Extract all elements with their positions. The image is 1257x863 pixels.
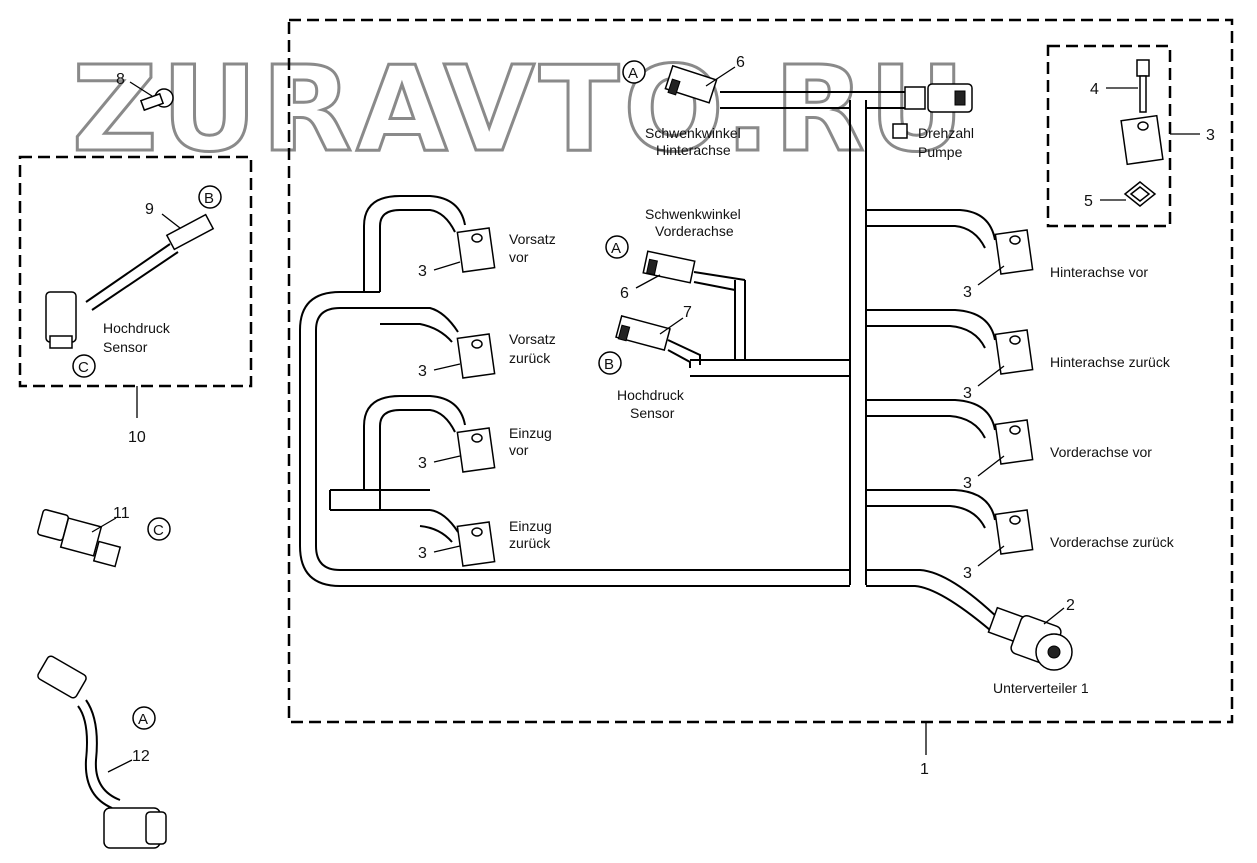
svg-text:3: 3 — [418, 455, 427, 472]
label-hinterachse-vor: Hinterachse vor — [1050, 264, 1148, 280]
solenoid-connector-einzug-zurueck — [456, 521, 496, 567]
label-einzug-vor: Einzug — [509, 425, 552, 441]
solenoid-connector-vorsatz-zurueck — [456, 333, 496, 379]
label-vorsatz-vor: Vorsatz — [509, 231, 556, 247]
solenoid-connector-vorderachse-vor — [994, 419, 1034, 465]
label-einzug-zurueck-2: zurück — [509, 535, 551, 551]
pressure-sensor-part-11 — [37, 509, 122, 568]
round-connector-unterverteiler — [987, 606, 1073, 671]
connector-schwenkwinkel-hinterachse — [664, 64, 718, 104]
drehzahl-square-icon — [892, 123, 908, 139]
callout-6-top: 6 — [736, 54, 745, 71]
solenoid-connector-hinterachse-vor — [994, 229, 1034, 275]
callout-10: 10 — [128, 429, 146, 446]
label-einzug-zurueck: Einzug — [509, 518, 552, 534]
sensor-kit-frame — [18, 155, 253, 388]
label-hochdruck-left-2: Sensor — [103, 339, 148, 355]
callout-8: 8 — [116, 71, 125, 88]
solenoid-connector-hinterachse-zurueck — [994, 329, 1034, 375]
label-unterverteiler: Unterverteiler 1 — [993, 680, 1089, 696]
label-vorsatz-zurueck-2: zurück — [509, 350, 551, 366]
ref-b-middle — [598, 351, 622, 375]
gasket-part-5 — [1123, 181, 1157, 207]
cable-clip-part-8 — [139, 88, 174, 112]
bolt-part-4 — [1136, 59, 1150, 113]
label-schwenkwinkel-vorderachse: Schwenkwinkel — [645, 206, 741, 222]
label-vorderachse-vor: Vorderachse vor — [1050, 444, 1152, 460]
callout-2: 2 — [1066, 597, 1075, 614]
svg-text:C: C — [153, 522, 164, 539]
solenoid-connector-einzug-vor — [456, 427, 496, 473]
solenoid-connector-detail — [1120, 114, 1164, 166]
connector-detail-frame — [1046, 44, 1172, 228]
ref-a-lower — [132, 706, 156, 730]
harness-assembly-frame — [287, 18, 1234, 724]
connector-hochdruck-sensor — [615, 314, 701, 368]
label-hochdruck-sensor-2: Sensor — [630, 405, 675, 421]
svg-text:3: 3 — [418, 363, 427, 380]
svg-text:3: 3 — [963, 385, 972, 402]
label-hochdruck-sensor: Hochdruck — [617, 387, 685, 403]
callout-1: 1 — [920, 761, 929, 778]
ref-b-left — [198, 185, 222, 209]
label-schwenkwinkel-vorderachse-2: Vorderachse — [655, 223, 734, 239]
speed-sensor-cable-part-12 — [37, 655, 167, 849]
label-drehzahl: Drehzahl — [918, 125, 974, 141]
svg-text:3: 3 — [963, 284, 972, 301]
callout-7: 7 — [683, 304, 692, 321]
callout-9: 9 — [145, 201, 154, 218]
callout-4: 4 — [1090, 81, 1099, 98]
callouts-3-left: 3 3 3 3 — [418, 261, 461, 562]
svg-text:B: B — [204, 190, 214, 207]
label-vorsatz-vor-2: vor — [509, 249, 529, 265]
connector-schwenkwinkel-vorderachse — [642, 250, 746, 291]
label-vorsatz-zurueck: Vorsatz — [509, 331, 556, 347]
callout-12: 12 — [132, 748, 150, 765]
callout-5: 5 — [1084, 193, 1093, 210]
ref-a-top — [622, 60, 646, 84]
svg-text:A: A — [138, 711, 148, 728]
ref-c-lower — [147, 517, 171, 541]
svg-text:C: C — [78, 359, 89, 376]
label-schwenkwinkel-hinterachse-2: Hinterachse — [656, 142, 731, 158]
svg-text:A: A — [628, 65, 638, 82]
svg-text:3: 3 — [418, 263, 427, 280]
svg-text:B: B — [604, 356, 614, 373]
label-drehzahl-2: Pumpe — [918, 144, 963, 160]
solenoid-connector-vorsatz-vor — [456, 227, 496, 273]
hochdruck-sensor-cable-part-9 — [45, 213, 215, 349]
label-einzug-vor-2: vor — [509, 442, 529, 458]
svg-text:A: A — [611, 240, 621, 257]
callouts-3-right: 3 3 3 3 — [963, 265, 1005, 582]
label-hochdruck-left: Hochdruck — [103, 320, 171, 336]
label-schwenkwinkel-hinterachse: Schwenkwinkel — [645, 125, 741, 141]
ref-a-middle — [605, 235, 629, 259]
callout-11: 11 — [113, 505, 130, 522]
harness-trunk — [299, 91, 1001, 631]
svg-text:3: 3 — [418, 545, 427, 562]
svg-text:3: 3 — [963, 565, 972, 582]
callout-3-inset: 3 — [1206, 127, 1215, 144]
solenoid-connector-vorderachse-zurueck — [994, 509, 1034, 555]
connector-drehzahl-pumpe — [904, 83, 973, 113]
callout-6-middle: 6 — [620, 285, 629, 302]
ref-c-left — [72, 354, 96, 378]
label-hinterachse-zurueck: Hinterachse zurück — [1050, 354, 1171, 370]
svg-text:3: 3 — [963, 475, 972, 492]
label-vorderachse-zurueck: Vorderachse zurück — [1050, 534, 1175, 550]
